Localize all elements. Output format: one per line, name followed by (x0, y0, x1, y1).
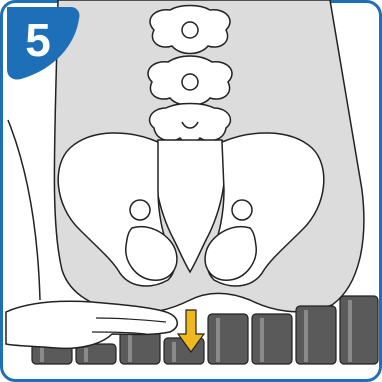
spring-unit (208, 314, 248, 364)
step-number: 5 (5, 5, 71, 75)
spine-vertebrae (148, 6, 232, 145)
spring-unit (296, 306, 336, 364)
spring-unit (252, 314, 292, 364)
spring-unit (340, 296, 378, 364)
